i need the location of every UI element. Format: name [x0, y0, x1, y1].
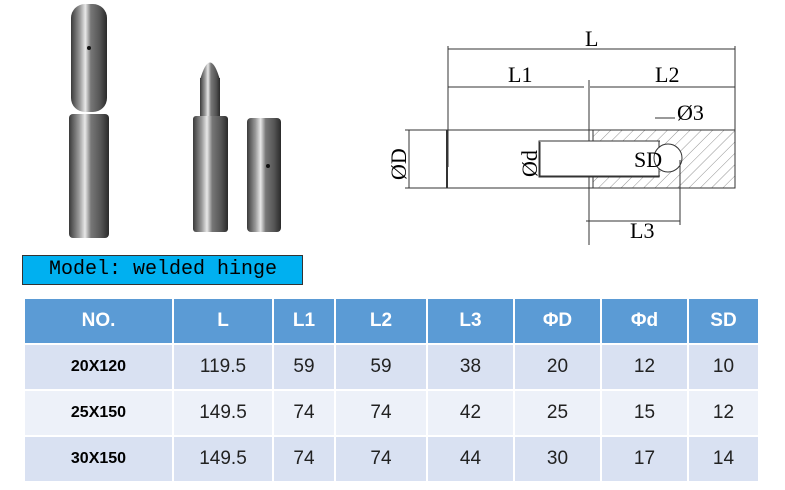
col-header: NO.	[25, 299, 172, 343]
cell: 74	[272, 437, 334, 481]
cell: 25X150	[25, 391, 172, 435]
cell: 25	[513, 391, 600, 435]
hinge-photo	[69, 4, 281, 238]
cell: 149.5	[172, 437, 272, 481]
cell: 59	[272, 345, 334, 389]
label-L2: L2	[655, 62, 679, 87]
dimension-drawing: L L1 L2 Ø3 SD L3 ØD Ød	[386, 26, 736, 245]
col-header: L1	[272, 299, 334, 343]
cell: 10	[687, 345, 758, 389]
cell: 74	[334, 391, 426, 435]
cell: 30X150	[25, 437, 172, 481]
cell: 149.5	[172, 391, 272, 435]
cell: 119.5	[172, 345, 272, 389]
label-L3: L3	[630, 218, 654, 243]
cell: 30	[513, 437, 600, 481]
cell: 17	[600, 437, 687, 481]
cell: 12	[687, 391, 758, 435]
cell: 14	[687, 437, 758, 481]
label-L: L	[585, 26, 598, 51]
dimension-labels: L L1 L2 Ø3 SD L3 ØD Ød	[386, 26, 704, 243]
cell: 12	[600, 345, 687, 389]
cell: 20	[513, 345, 600, 389]
label-D: ØD	[386, 148, 411, 180]
label-L1: L1	[508, 62, 532, 87]
label-phi3: Ø3	[677, 100, 704, 125]
label-d: Ød	[517, 150, 542, 177]
cell: 74	[272, 391, 334, 435]
cell: 15	[600, 391, 687, 435]
cell: 38	[426, 345, 513, 389]
col-header: ΦD	[513, 299, 600, 343]
model-label: Model: welded hinge	[22, 255, 303, 285]
cell: 59	[334, 345, 426, 389]
col-header: L3	[426, 299, 513, 343]
cell: 20X120	[25, 345, 172, 389]
col-header: L2	[334, 299, 426, 343]
col-header: Φd	[600, 299, 687, 343]
cell: 44	[426, 437, 513, 481]
cell: 42	[426, 391, 513, 435]
col-header: SD	[687, 299, 758, 343]
col-header: L	[172, 299, 272, 343]
label-SD: SD	[634, 147, 662, 172]
cell: 74	[334, 437, 426, 481]
